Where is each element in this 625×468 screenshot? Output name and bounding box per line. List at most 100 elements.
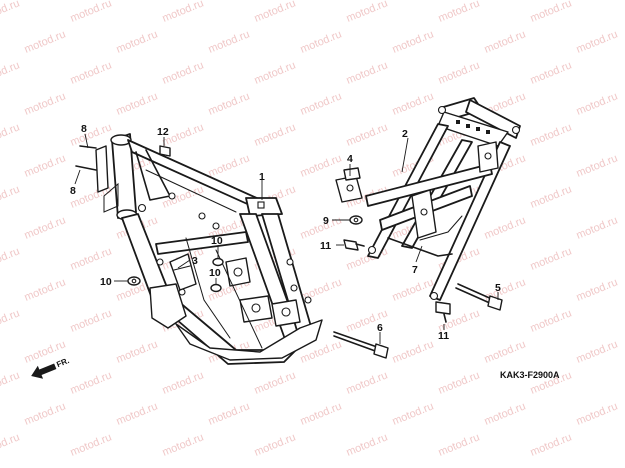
watermark-text: motod.ru xyxy=(253,0,298,25)
leader-lines xyxy=(74,133,499,344)
cable-guide-8[interactable] xyxy=(75,145,109,193)
watermark-text: motod.ru xyxy=(345,431,390,458)
callout-10-lower: 10 xyxy=(209,267,221,279)
watermark-text: motod.ru xyxy=(391,90,436,117)
watermark-text: motod.ru xyxy=(207,28,252,55)
watermark-text: motod.ru xyxy=(299,90,344,117)
callout-7: 7 xyxy=(412,264,418,276)
watermark-text: motod.ru xyxy=(391,276,436,303)
watermark-text: motod.ru xyxy=(483,214,528,241)
callout-6: 6 xyxy=(377,322,383,334)
watermark-text: motod.ru xyxy=(483,338,528,365)
watermark-text: motod.ru xyxy=(0,245,21,272)
watermark-text: motod.ru xyxy=(69,0,114,25)
watermark-text: motod.ru xyxy=(23,400,68,427)
watermark-text: motod.ru xyxy=(483,28,528,55)
watermark-text: motod.ru xyxy=(437,369,482,396)
subframe-mount-bracket[interactable] xyxy=(335,167,363,203)
nut-10-upper[interactable] xyxy=(212,257,224,267)
engine-hanger-bracket[interactable] xyxy=(169,253,197,291)
callout-8-lower: 8 xyxy=(70,185,76,197)
nut-10-left[interactable] xyxy=(127,276,141,286)
watermark-text: motod.ru xyxy=(115,90,160,117)
watermark-text: motod.ru xyxy=(575,214,620,241)
watermark-text: motod.ru xyxy=(0,369,21,396)
watermark-text: motod.ru xyxy=(69,307,114,334)
watermark-text: motod.ru xyxy=(0,0,21,25)
watermark-text: motod.ru xyxy=(299,152,344,179)
bolt-12[interactable] xyxy=(159,145,171,157)
watermark-text: motod.ru xyxy=(253,431,298,458)
watermark-text: motod.ru xyxy=(253,59,298,86)
watermark-text: motod.ru xyxy=(299,400,344,427)
watermark-text: motod.ru xyxy=(575,276,620,303)
rear-subframe[interactable] xyxy=(365,97,521,301)
watermark-text: motod.ru xyxy=(345,369,390,396)
watermark-text: motod.ru xyxy=(575,28,620,55)
watermark-text: motod.ru xyxy=(207,90,252,117)
watermark-text: motod.ru xyxy=(0,59,21,86)
nut-10-lower[interactable] xyxy=(210,283,222,293)
watermark-text: motod.ru xyxy=(161,431,206,458)
watermark-text: motod.ru xyxy=(345,121,390,148)
watermark-text: motod.ru xyxy=(345,59,390,86)
front-direction-indicator: FR. xyxy=(31,356,71,379)
callout-2: 2 xyxy=(402,128,408,140)
watermark-text: motod.ru xyxy=(575,90,620,117)
callout-9: 9 xyxy=(323,215,329,227)
watermark-text: motod.ru xyxy=(0,183,21,210)
callout-numbers: 1 2 3 4 5 6 7 8 8 9 10 10 10 11 11 12 xyxy=(70,123,501,342)
callout-5: 5 xyxy=(495,282,501,294)
callout-12: 12 xyxy=(157,126,169,138)
watermark-text: motod.ru xyxy=(529,183,574,210)
nut-9[interactable] xyxy=(349,215,363,225)
callout-10-upper: 10 xyxy=(211,235,223,247)
watermark-text: motod.ru xyxy=(437,431,482,458)
watermark-text: motod.ru xyxy=(529,59,574,86)
callout-1: 1 xyxy=(259,171,265,183)
watermark-text: motod.ru xyxy=(23,28,68,55)
front-arrow-icon xyxy=(31,363,57,379)
callout-4: 4 xyxy=(347,153,353,165)
callout-11-lower: 11 xyxy=(438,330,449,342)
watermark-text: motod.ru xyxy=(575,338,620,365)
watermark-text: motod.ru xyxy=(529,431,574,458)
watermark-text: motod.ru xyxy=(23,90,68,117)
watermark-text: motod.ru xyxy=(345,0,390,25)
front-arrow-label: FR. xyxy=(55,356,70,369)
callout-10-left: 10 xyxy=(100,276,112,288)
long-bolt-6[interactable] xyxy=(333,331,389,359)
watermark-text: motod.ru xyxy=(23,152,68,179)
bolt-5[interactable] xyxy=(455,283,503,311)
watermark-text: motod.ru xyxy=(299,214,344,241)
callout-8-upper: 8 xyxy=(81,123,87,135)
bolt-11-lower[interactable] xyxy=(435,301,451,323)
watermark-text: motod.ru xyxy=(391,400,436,427)
watermark-text: motod.ru xyxy=(529,0,574,25)
watermark-text: motod.ru xyxy=(161,0,206,25)
watermark-text: motod.ru xyxy=(437,0,482,25)
main-frame[interactable] xyxy=(103,133,323,365)
watermark-text: motod.ru xyxy=(0,431,21,458)
watermark-text: motod.ru xyxy=(115,28,160,55)
watermark-text: motod.ru xyxy=(391,28,436,55)
watermark-text: motod.ru xyxy=(529,245,574,272)
watermark-text: motod.ru xyxy=(23,276,68,303)
watermark-text: motod.ru xyxy=(161,59,206,86)
bolt-11-upper[interactable] xyxy=(343,239,365,251)
watermark-text: motod.ru xyxy=(69,369,114,396)
watermark-text: motod.ru xyxy=(253,369,298,396)
watermark-text: motod.ru xyxy=(299,28,344,55)
watermark-text: motod.ru xyxy=(69,59,114,86)
watermark-text: motod.ru xyxy=(69,245,114,272)
watermark-text: motod.ru xyxy=(69,121,114,148)
watermark-text: motod.ru xyxy=(115,400,160,427)
watermark-text: motod.ru xyxy=(161,369,206,396)
watermark-text: motod.ru xyxy=(115,338,160,365)
watermark-text: motod.ru xyxy=(529,307,574,334)
watermark-text: motod.ru xyxy=(207,400,252,427)
watermark-text: motod.ru xyxy=(69,431,114,458)
watermark-text: motod.ru xyxy=(575,152,620,179)
